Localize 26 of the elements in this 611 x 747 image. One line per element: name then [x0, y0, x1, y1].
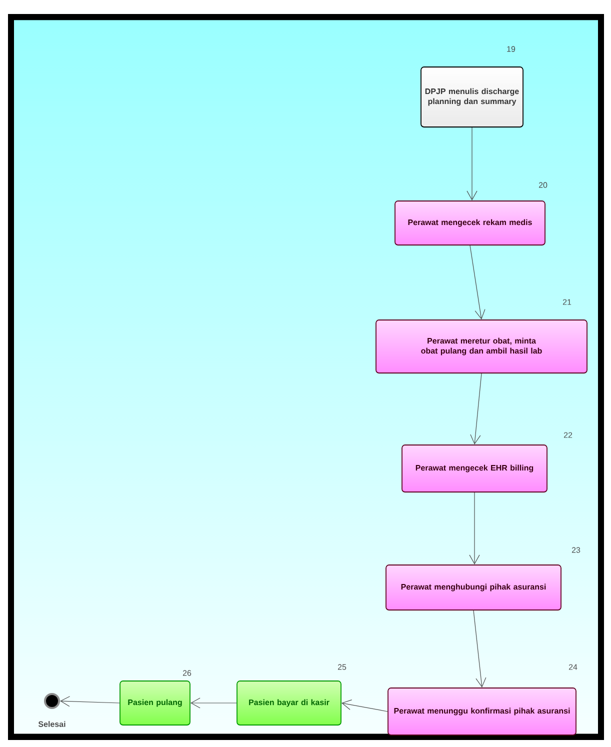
activity-box: DPJP menulis discharge planning dan summary: [420, 66, 524, 128]
arrow: [60, 696, 120, 707]
arrow: [341, 700, 388, 712]
step-number: 21: [562, 299, 572, 305]
step-number: 26: [182, 670, 192, 676]
activity-box: Perawat meretur obat, minta obat pulang dan ambil hasil lab: [376, 320, 588, 374]
activity-box: Perawat menunggu konfirmasi pihak asuransi: [388, 688, 576, 736]
activity-box: Perawat menghubungi pihak asuransi: [386, 564, 562, 610]
arrow: [473, 610, 486, 688]
arrow: [190, 698, 237, 708]
step-number: 19: [507, 46, 516, 52]
arrow: [470, 373, 482, 445]
arrow: [469, 492, 480, 565]
step-number: 23: [572, 547, 580, 553]
activity-box: Pasien pulang: [120, 680, 190, 726]
end-node: [44, 693, 60, 709]
activity-box: Perawat mengecek rekam medis: [394, 200, 546, 246]
end-label: Selesai: [38, 721, 66, 727]
step-number: 24: [568, 664, 578, 670]
activity-box: Perawat mengecek EHR billing: [402, 444, 548, 492]
activity-box: Pasien bayar di kasir: [236, 680, 342, 726]
step-number: 20: [538, 182, 548, 188]
arrow: [470, 245, 486, 320]
arrow: [466, 127, 478, 201]
step-number: 25: [338, 664, 346, 670]
step-number: 22: [564, 432, 572, 438]
